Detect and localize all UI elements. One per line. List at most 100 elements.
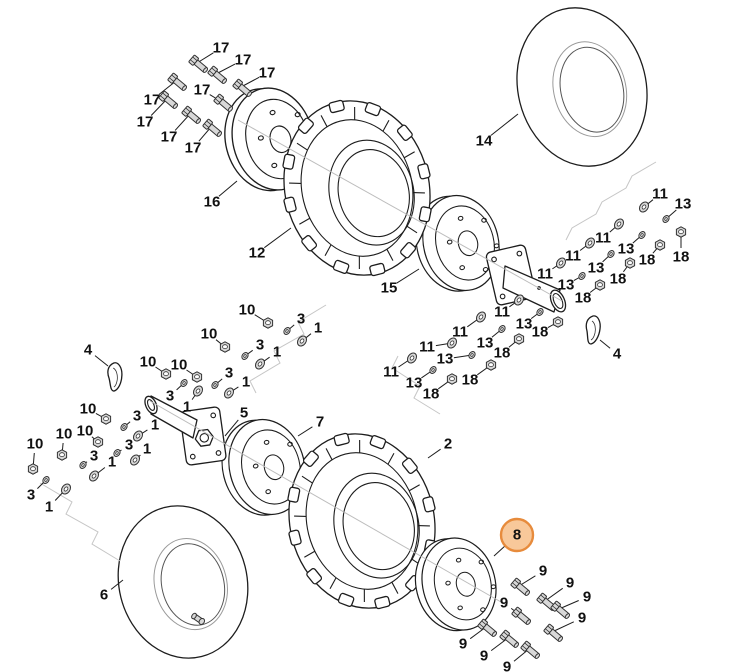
bolt-part[interactable]: [543, 623, 566, 645]
callout-3[interactable]: 3: [90, 448, 98, 465]
washer-small-part[interactable]: [577, 270, 587, 282]
callout-3[interactable]: 3: [125, 437, 133, 454]
callout-9[interactable]: 9: [539, 563, 547, 580]
callout-10[interactable]: 10: [140, 354, 157, 371]
callout-11[interactable]: 11: [452, 324, 468, 341]
callout-2[interactable]: 2: [444, 436, 452, 453]
nut-part[interactable]: [446, 373, 458, 385]
washer-large-part[interactable]: [405, 350, 419, 366]
callout-13[interactable]: 13: [675, 196, 692, 213]
nut-part[interactable]: [675, 226, 687, 238]
callout-10[interactable]: 10: [201, 326, 218, 343]
callout-4[interactable]: 4: [613, 346, 622, 363]
callout-1[interactable]: 1: [151, 417, 159, 434]
callout-1[interactable]: 1: [314, 320, 322, 337]
callout-17[interactable]: 17: [259, 65, 276, 82]
callout-15[interactable]: 15: [381, 280, 398, 297]
callout-11[interactable]: 11: [652, 186, 668, 203]
washer-large-part[interactable]: [87, 468, 101, 484]
callout-13[interactable]: 13: [406, 375, 423, 392]
callout-3[interactable]: 3: [256, 337, 264, 354]
nut-part[interactable]: [552, 316, 564, 328]
callout-1[interactable]: 1: [143, 441, 151, 458]
callout-4[interactable]: 4: [84, 342, 93, 359]
callout-10[interactable]: 10: [239, 302, 256, 319]
callout-11[interactable]: 11: [494, 304, 510, 321]
nut-part[interactable]: [485, 359, 497, 371]
callout-18[interactable]: 18: [610, 271, 627, 288]
nut-part[interactable]: [654, 239, 666, 251]
callout-7[interactable]: 7: [316, 414, 324, 431]
callout-9[interactable]: 9: [503, 659, 511, 672]
callout-17[interactable]: 17: [235, 52, 252, 69]
callout-10[interactable]: 10: [77, 423, 94, 440]
washer-small-part[interactable]: [535, 306, 545, 318]
callout-13[interactable]: 13: [516, 316, 533, 333]
callout-10[interactable]: 10: [80, 401, 97, 418]
callout-6[interactable]: 6: [100, 587, 108, 604]
bolt-part[interactable]: [181, 105, 204, 127]
washer-large-part[interactable]: [474, 309, 488, 325]
bolt-part[interactable]: [213, 93, 236, 115]
callout-3[interactable]: 3: [133, 408, 141, 425]
callout-1[interactable]: 1: [108, 454, 116, 471]
bolt-part[interactable]: [520, 640, 543, 662]
washer-large-part[interactable]: [295, 333, 309, 349]
callout-11[interactable]: 11: [419, 339, 435, 356]
bolt-part[interactable]: [202, 118, 225, 140]
callout-11[interactable]: 11: [537, 266, 553, 283]
callout-3[interactable]: 3: [225, 365, 233, 382]
callout-18[interactable]: 18: [423, 386, 440, 403]
callout-14[interactable]: 14: [476, 133, 493, 150]
callout-1[interactable]: 1: [242, 374, 250, 391]
callout-12[interactable]: 12: [249, 245, 266, 262]
callout-1[interactable]: 1: [183, 399, 191, 416]
bolt-part[interactable]: [550, 600, 573, 622]
callout-17[interactable]: 17: [161, 129, 178, 146]
callout-9[interactable]: 9: [480, 648, 488, 665]
nut-part[interactable]: [624, 257, 636, 269]
callout-9[interactable]: 9: [583, 589, 591, 606]
bolt-part[interactable]: [158, 90, 181, 112]
callout-9[interactable]: 9: [500, 595, 508, 612]
callout-13[interactable]: 13: [437, 351, 454, 368]
callout-17[interactable]: 17: [144, 92, 161, 109]
callout-13[interactable]: 13: [558, 277, 575, 294]
callout-13[interactable]: 13: [618, 241, 635, 258]
washer-large-part[interactable]: [637, 199, 651, 215]
part-rim-ring-14[interactable]: [499, 0, 665, 181]
nut-part[interactable]: [160, 368, 172, 380]
nut-part[interactable]: [191, 371, 203, 383]
callout-11[interactable]: 11: [595, 230, 611, 247]
bolt-part[interactable]: [167, 72, 190, 94]
washer-small-part[interactable]: [497, 323, 507, 335]
callout-17[interactable]: 17: [213, 40, 230, 57]
bolt-part[interactable]: [499, 629, 522, 651]
callout-10[interactable]: 10: [56, 426, 73, 443]
nut-part[interactable]: [56, 449, 68, 461]
callout-9[interactable]: 9: [578, 610, 586, 627]
washer-small-part[interactable]: [467, 349, 477, 361]
part-axle-right[interactable]: [485, 244, 568, 314]
callout-18[interactable]: 18: [673, 249, 690, 266]
bolt-part[interactable]: [477, 618, 500, 640]
washer-large-part[interactable]: [222, 385, 236, 401]
nut-part[interactable]: [219, 341, 231, 353]
part-bracket-4-right[interactable]: [585, 315, 601, 345]
callout-17[interactable]: 17: [185, 140, 202, 157]
washer-small-part[interactable]: [78, 459, 88, 471]
callout-18[interactable]: 18: [532, 324, 549, 341]
callout-1[interactable]: 1: [273, 344, 281, 361]
callout-11[interactable]: 11: [383, 364, 399, 381]
washer-small-part[interactable]: [240, 350, 250, 362]
part-bracket-4-left[interactable]: [106, 361, 125, 393]
callout-3[interactable]: 3: [297, 311, 305, 328]
callout-17[interactable]: 17: [194, 82, 211, 99]
bolt-part[interactable]: [511, 606, 534, 628]
callout-17[interactable]: 17: [137, 114, 154, 131]
bolt-part[interactable]: [510, 577, 533, 599]
washer-large-part[interactable]: [191, 383, 205, 399]
callout-18[interactable]: 18: [575, 290, 592, 307]
callout-11[interactable]: 11: [565, 248, 581, 265]
callout-18[interactable]: 18: [462, 372, 479, 389]
